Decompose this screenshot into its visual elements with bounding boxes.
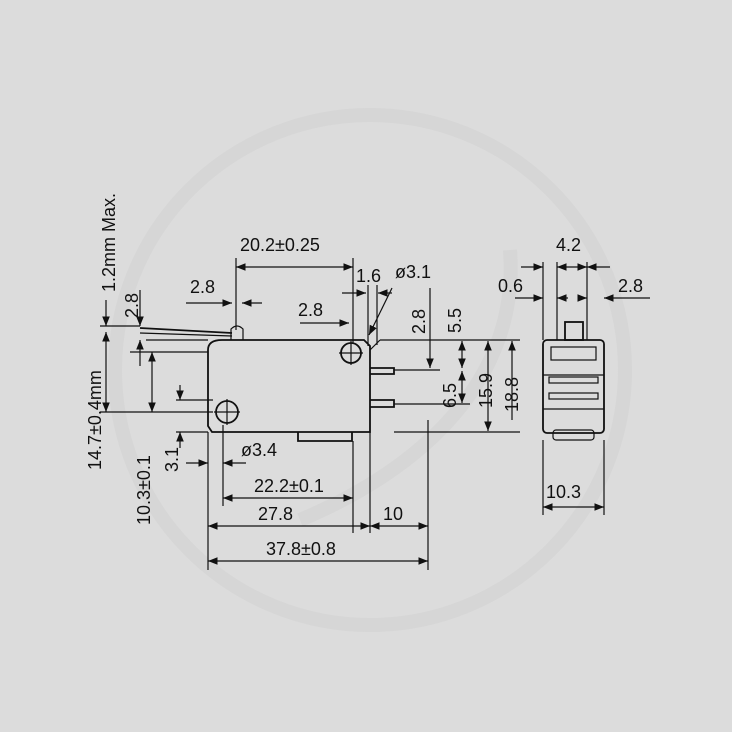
label-dim-18-8: 18.8 (502, 377, 522, 412)
extension-lines (100, 258, 520, 570)
label-roller-gap: 2.8 (298, 300, 323, 320)
label-total-height: 14.7±0.4mm (85, 370, 105, 470)
label-lever-max: 1.2mm Max. (99, 193, 119, 292)
label-terminal-length: 10 (383, 504, 403, 524)
label-mount-height: 10.3±0.1 (134, 455, 154, 525)
label-overall-length: 37.8±0.8 (266, 539, 336, 559)
label-hole-dia: ø3.4 (241, 440, 277, 460)
terminal-bottom (297, 432, 353, 442)
label-dim-6-5: 6.5 (440, 383, 460, 408)
switch-front-view (139, 325, 395, 442)
label-roller-dia: ø3.1 (395, 262, 431, 282)
label-hole-spacing-top: 20.2±0.25 (240, 235, 320, 255)
dimension-lines (102, 263, 516, 565)
label-width-top: 4.2 (556, 235, 581, 255)
label-lever-gap: 2.8 (122, 293, 142, 318)
label-width-gap: 0.6 (498, 276, 523, 296)
dimension-labels: 1.2mm Max. 2.8 14.7±0.4mm 10.3±0.1 3.1 2… (85, 193, 643, 559)
label-dim-5-5: 5.5 (445, 308, 465, 333)
label-roller-offset: 1.6 (356, 266, 381, 286)
switch-body (207, 339, 371, 433)
label-lever-width: 2.8 (190, 277, 215, 297)
label-mount-offset: 3.1 (162, 447, 182, 472)
label-body-length: 27.8 (258, 504, 293, 524)
side-plunger (564, 321, 584, 341)
label-terminal-gap: 2.8 (409, 309, 429, 334)
label-hole-spacing: 22.2±0.1 (254, 476, 324, 496)
terminal-middle (370, 399, 395, 408)
label-width-side: 2.8 (618, 276, 643, 296)
terminal-top (370, 367, 395, 375)
side-body (542, 339, 605, 434)
plunger (230, 325, 244, 340)
switch-side-view (515, 262, 650, 515)
label-dim-15-9: 15.9 (476, 373, 496, 408)
actuator-lever (139, 327, 233, 334)
label-body-width: 10.3 (546, 482, 581, 502)
